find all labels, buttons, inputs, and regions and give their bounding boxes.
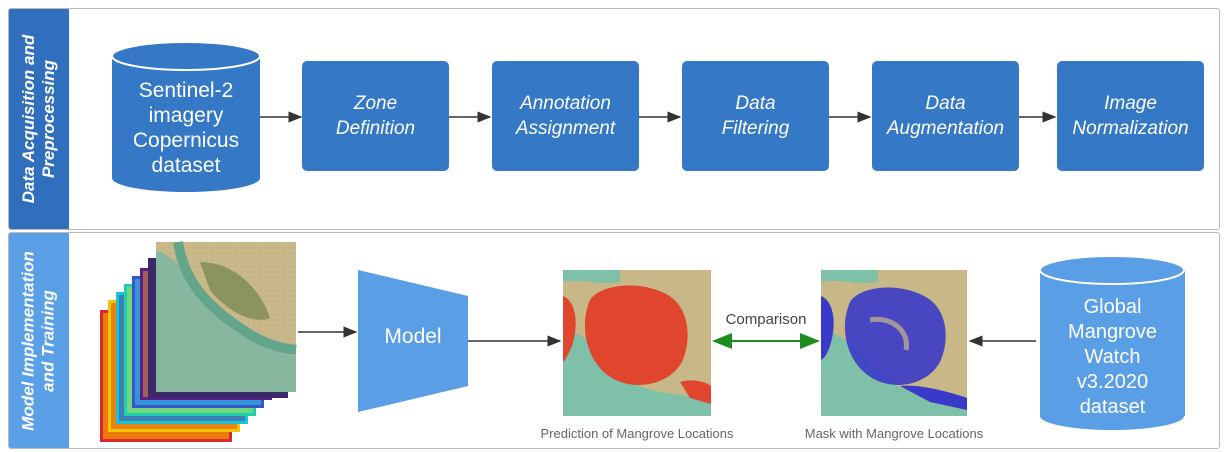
input-image-stack — [100, 241, 297, 442]
step-image-normalization: Image Normalization — [1057, 61, 1204, 171]
source-label: Sentinel-2 imagery Copernicus dataset — [132, 79, 240, 177]
mask-image — [821, 270, 967, 416]
prediction-image — [563, 270, 711, 416]
model-label: Model — [384, 324, 442, 348]
step-annotation-assignment: Annotation Assignment — [492, 61, 639, 171]
sentinel-cylinder — [111, 41, 261, 192]
mask-caption: Mask with Mangrove Locations — [804, 426, 984, 441]
prediction-caption: Prediction of Mangrove Locations — [540, 426, 734, 441]
model-block — [358, 270, 468, 412]
gmw-cylinder — [1039, 255, 1185, 430]
step-data-filtering: Data Filtering — [682, 61, 829, 171]
step-zone-definition: Zone Definition — [302, 61, 449, 171]
preprocessing-section-label: Data Acquisition and Preprocessing — [9, 9, 69, 229]
comparison-label: Comparison — [725, 311, 807, 328]
training-section-label: Model Implementation and Training — [9, 233, 69, 448]
reference-label: Global Mangrove Watch v3.2020 dataset — [1068, 295, 1157, 418]
step-data-augmentation: Data Augmentation — [872, 61, 1019, 171]
